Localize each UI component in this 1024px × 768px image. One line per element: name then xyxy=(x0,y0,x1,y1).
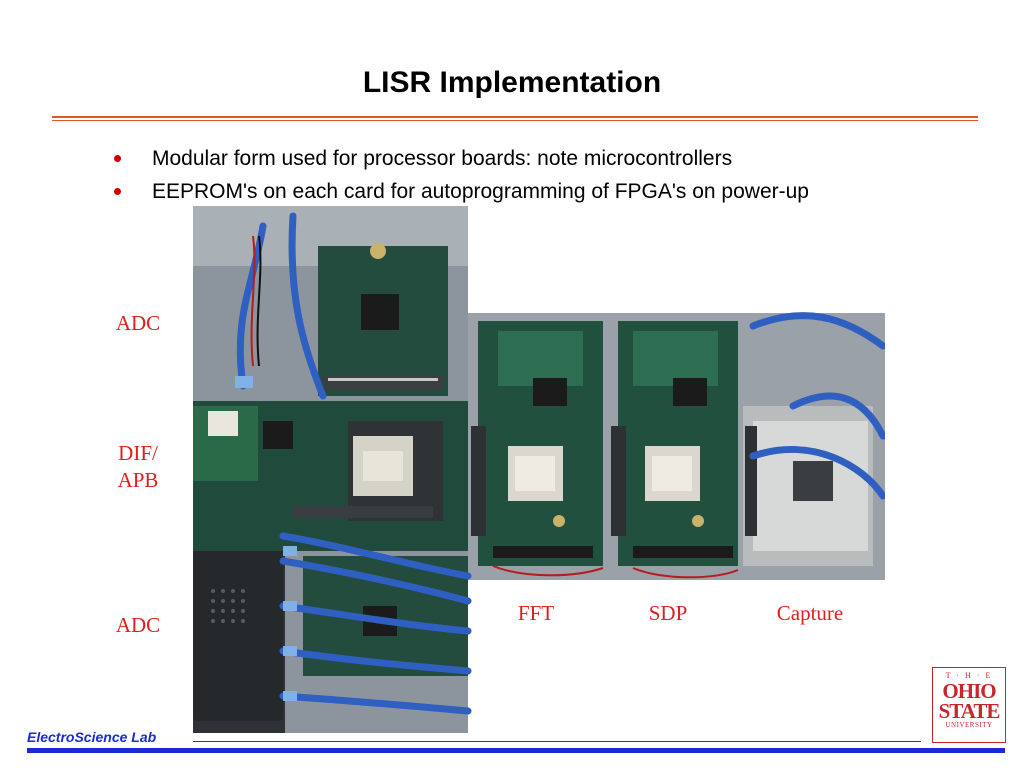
label-sdp: SDP xyxy=(648,601,688,625)
label-dif-line1: DIF/ xyxy=(118,441,158,465)
footer-rule-thick xyxy=(27,748,1005,753)
logo-university: UNIVERSITY xyxy=(945,721,993,729)
hardware-photo xyxy=(193,206,885,733)
bullet-item: EEPROM's on each card for autoprogrammin… xyxy=(112,175,809,208)
label-capture: Capture xyxy=(776,601,844,625)
bullet-dot-icon xyxy=(114,155,121,162)
title-rule-thin xyxy=(52,120,978,121)
logo-the: T · H · E xyxy=(945,671,993,680)
logo-state: STATE xyxy=(938,699,1001,723)
title-rule xyxy=(52,116,978,118)
label-dif-apb: DIF/ APB xyxy=(104,440,172,494)
bullet-dot-icon xyxy=(114,188,121,195)
osu-logo: T · H · E OHIO STATE UNIVERSITY xyxy=(932,667,1006,743)
label-fft: FFT xyxy=(517,601,555,625)
label-dif-line2: APB xyxy=(117,468,159,492)
label-adc-top: ADC xyxy=(115,311,161,335)
label-adc-bottom: ADC xyxy=(115,613,161,637)
slide-title: LISR Implementation xyxy=(362,66,662,99)
bullet-list: Modular form used for processor boards: … xyxy=(112,142,809,208)
logo-ohio: OHIO xyxy=(942,679,996,703)
footer-rule-thin xyxy=(193,741,921,742)
footer-lab-name: ElectroScience Lab xyxy=(27,729,157,745)
bullet-item: Modular form used for processor boards: … xyxy=(112,142,809,175)
